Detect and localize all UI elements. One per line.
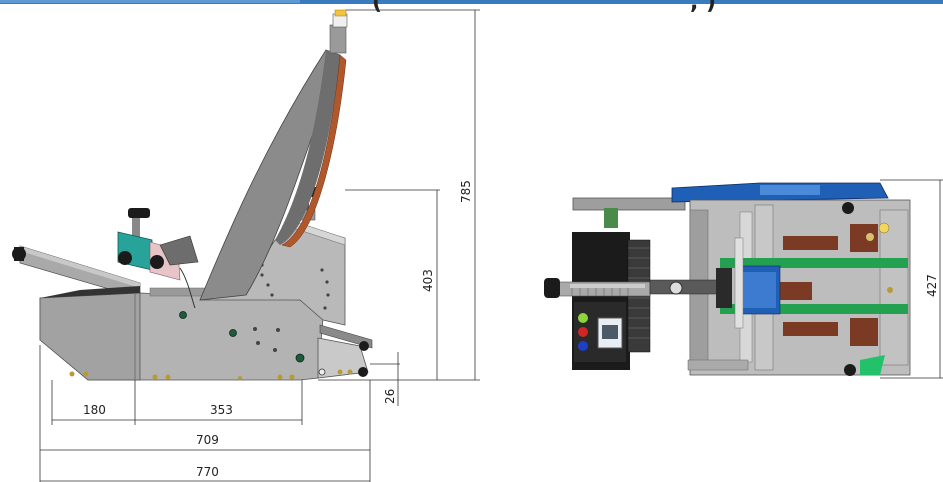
top-view: 427 [544,179,943,379]
side-dimensions: 180 353 709 770 403 785 26 [39,9,480,482]
green-led-icon [578,313,588,323]
dim-770-label: 770 [196,465,219,479]
dim-709-label: 709 [196,433,219,447]
head-knob-icon [128,208,150,218]
left-arm [12,245,141,299]
side-view: 180 353 709 770 403 785 26 [12,9,480,482]
label-head [117,208,199,309]
dim-353-label: 353 [210,403,233,417]
feed-chute [199,9,348,301]
dim-427-label: 427 [925,274,939,297]
green-belt-upper [720,258,908,268]
header-title-fragment-right: , ) [690,0,716,15]
header-title-fragment-left: ( [372,0,382,15]
indicator-cap-icon [334,9,347,17]
dim-785-label: 785 [459,180,473,203]
arm-knob-top-icon [544,278,560,298]
green-belt-lower [720,304,908,314]
dim-26-label: 26 [383,389,397,404]
red-led-icon [578,327,588,337]
blue-led-icon [578,341,588,351]
dim-403-label: 403 [421,269,435,292]
header-bar [0,0,943,4]
dim-180-label: 180 [83,403,106,417]
roller-assembly [317,324,373,379]
base-body [39,286,324,381]
